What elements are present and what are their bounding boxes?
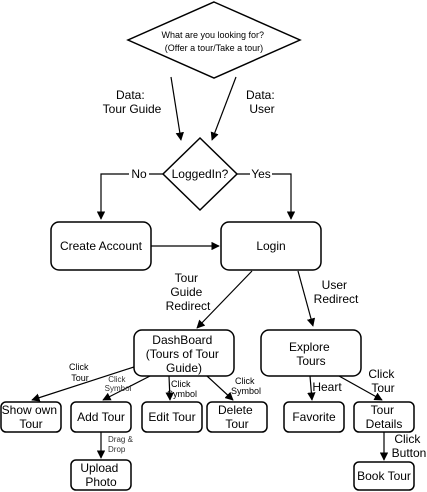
edge-label-tour-guide-redirect: Tour Guide Redirect xyxy=(166,271,211,313)
edge-labels: Data: Tour Guide Data: User No Yes Tour … xyxy=(69,88,426,460)
edge-label-click-tour-show: Click Tour xyxy=(69,362,91,383)
node-add-tour-label: Add Tour xyxy=(77,410,125,424)
edge-question-to-loggedin-user xyxy=(210,76,237,141)
edge-label-data-tour-guide: Data: Tour Guide xyxy=(103,88,162,116)
edge-explore-to-favorite xyxy=(307,375,316,401)
edge-dashboard-to-edit xyxy=(165,375,174,401)
nodes: What are you looking for? (Offer a tour/… xyxy=(0,1,415,491)
node-edit-tour-label: Edit Tour xyxy=(148,410,195,424)
edge-label-heart: Heart xyxy=(312,380,342,394)
edge-label-click-tour-details: Click Tour xyxy=(368,367,397,395)
node-upload-photo-label: Upload Photo xyxy=(80,461,121,489)
edge-login-to-dashboard xyxy=(196,270,253,329)
edge-login-to-explore xyxy=(297,270,316,327)
edge-dashboard-to-add xyxy=(102,373,155,401)
edge-label-data-user: Data: User xyxy=(246,88,278,116)
node-tour-details-label: Tour Details xyxy=(366,403,403,431)
edge-label-click-symbol-add: Click Symbol xyxy=(105,375,132,393)
node-favorite-label: Favorite xyxy=(292,410,336,424)
decision-loggedin: LoggedIn? xyxy=(161,136,239,212)
node-create-account-label: Create Account xyxy=(60,239,143,253)
node-show-own-tour-label: Show own Tour xyxy=(2,403,61,431)
edge-label-click-symbol-edit: Click Symbol xyxy=(167,379,197,399)
node-book-tour-label: Book Tour xyxy=(357,469,411,483)
node-login: Login xyxy=(220,221,322,271)
edge-dashboard-to-show-own xyxy=(31,365,138,402)
node-explore-tours: Explore Tours xyxy=(260,329,362,377)
decision-question-label: What are you looking for? (Offer a tour/… xyxy=(161,30,266,53)
edge-label-user-redirect: User Redirect xyxy=(314,278,359,306)
node-book-tour: Book Tour xyxy=(353,461,415,491)
node-tour-details: Tour Details xyxy=(353,401,415,433)
node-login-label: Login xyxy=(256,239,285,253)
node-dashboard: DashBoard (Tours of Tour Guide) xyxy=(133,329,235,377)
edge-label-drag-drop: Drag & Drop xyxy=(108,435,135,454)
node-explore-tours-label: Explore Tours xyxy=(289,340,333,368)
decision-question: What are you looking for? (Offer a tour/… xyxy=(126,1,302,79)
node-create-account: Create Account xyxy=(50,221,152,271)
node-upload-photo: Upload Photo xyxy=(70,459,132,491)
edge-label-no: No xyxy=(131,167,147,181)
edge-explore-to-details xyxy=(338,375,383,401)
node-dashboard-label: DashBoard (Tours of Tour Guide) xyxy=(146,333,223,375)
node-delete-tour: Delete Tour xyxy=(206,401,268,433)
node-edit-tour: Edit Tour xyxy=(141,401,203,433)
edge-question-to-loggedin-guide xyxy=(170,76,184,141)
node-show-own-tour: Show own Tour xyxy=(0,401,62,433)
edge-dashboard-to-delete xyxy=(206,375,234,401)
node-delete-tour-label: Delete Tour xyxy=(218,403,256,431)
edge-label-click-button: Click Button xyxy=(392,432,427,460)
node-add-tour: Add Tour xyxy=(70,401,132,433)
edge-label-yes: Yes xyxy=(251,167,271,181)
edge-label-click-symbol-delete: Click Symbol xyxy=(231,376,261,396)
node-favorite: Favorite xyxy=(283,401,345,433)
decision-loggedin-label: LoggedIn? xyxy=(172,167,229,181)
